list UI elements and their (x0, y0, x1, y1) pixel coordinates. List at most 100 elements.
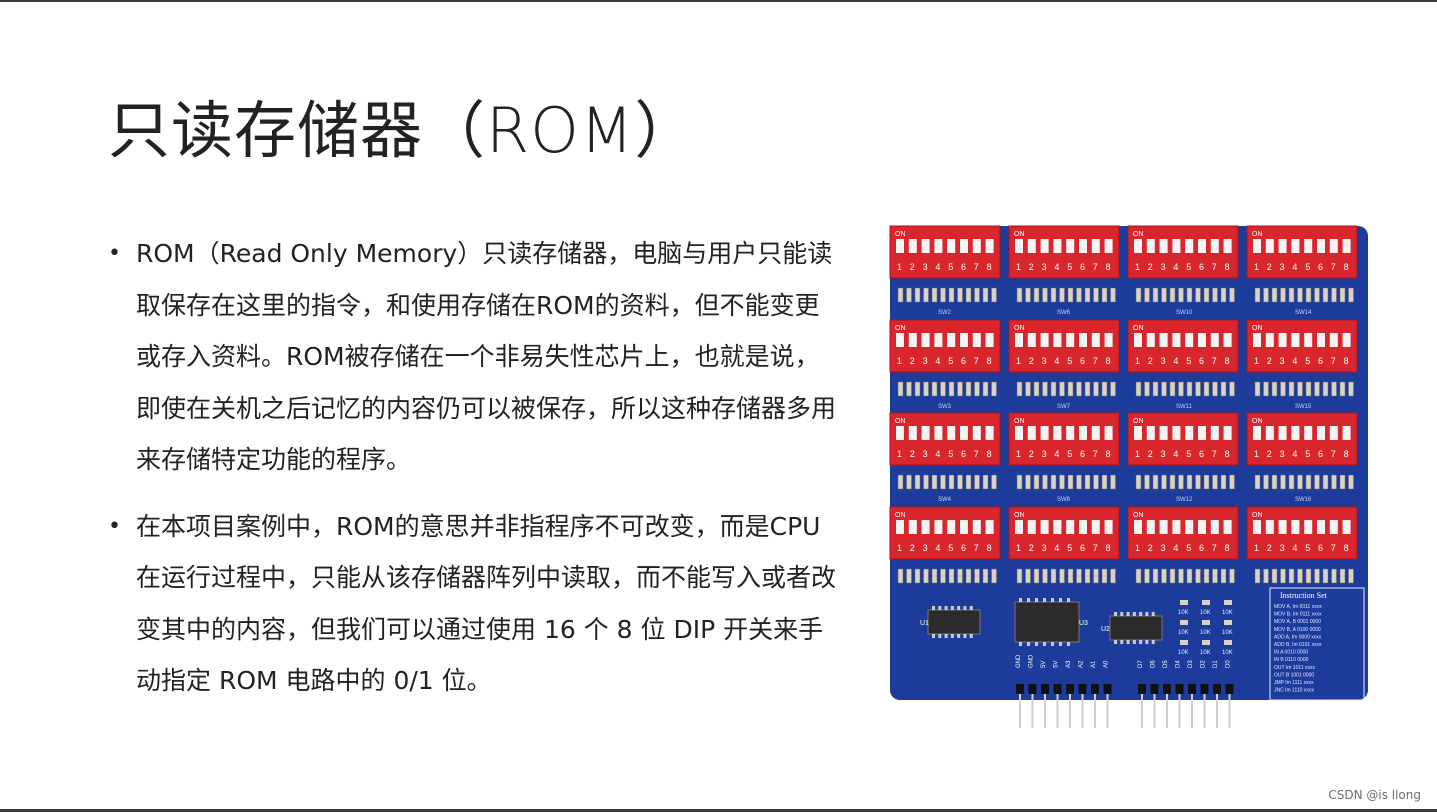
bullet-dot-icon: • (108, 241, 121, 266)
resistor (1033, 287, 1040, 303)
dip-number: 7 (1212, 356, 1217, 366)
resistor (1348, 287, 1354, 303)
resistor-label: 10K (1200, 650, 1211, 656)
smd-resistor (1180, 600, 1188, 605)
header-pin (1216, 694, 1218, 728)
dip-number: 5 (1186, 449, 1191, 459)
dip-toggle (1146, 520, 1155, 534)
ic-pin (932, 634, 935, 638)
resistor (897, 287, 904, 303)
pin-label: D0 (1226, 660, 1232, 668)
chip-label: U2 (1101, 626, 1110, 633)
dip-toggle (896, 426, 904, 440)
resistor (957, 287, 963, 303)
resistor (1322, 568, 1329, 584)
smd-resistor (1180, 640, 1188, 645)
resistor (957, 568, 963, 584)
dip-toggle (1172, 426, 1181, 440)
smd-resistor (1224, 600, 1232, 605)
dip-number: 1 (1254, 543, 1259, 553)
dip-number: 5 (1305, 449, 1310, 459)
dip-number: 1 (1254, 356, 1259, 366)
dip-number: 4 (935, 356, 940, 366)
switch-label: SW8 (1057, 497, 1071, 503)
resistor (1314, 381, 1320, 397)
resistor (1050, 474, 1057, 490)
ic-pin (1059, 642, 1062, 646)
ic-pin (963, 634, 967, 638)
dip-toggle (1053, 426, 1062, 440)
pin-label: D4 (1176, 660, 1182, 668)
resistor (923, 381, 929, 397)
resistor (1076, 381, 1082, 397)
chip-label: U1 (920, 620, 929, 627)
resistor (1322, 287, 1329, 303)
dip-number: 2 (910, 449, 915, 459)
resistor (1135, 381, 1142, 397)
resistor (1297, 287, 1303, 303)
dip-number: 4 (1173, 543, 1178, 553)
dip-number: 8 (1344, 262, 1349, 272)
pin-label: D6 (1151, 660, 1157, 668)
dip-toggle (1066, 333, 1075, 347)
pin-label: D3 (1188, 660, 1194, 668)
dip-number: 5 (1067, 356, 1072, 366)
dip-switch (1008, 412, 1120, 466)
dip-number: 7 (974, 449, 979, 459)
resistor (965, 568, 972, 584)
resistor (914, 474, 921, 490)
dip-number: 7 (1331, 356, 1336, 366)
resistor (1220, 568, 1227, 584)
resistor (1110, 474, 1116, 490)
resistor (1161, 381, 1167, 397)
resistor (1212, 287, 1218, 303)
ic-pin (1126, 612, 1130, 616)
dip-number: 2 (1029, 356, 1034, 366)
ic-pin (1145, 612, 1149, 616)
dip-toggle (921, 520, 930, 534)
ic-pin (1145, 640, 1149, 644)
pin-label: D7 (1138, 660, 1144, 668)
ic-pin (969, 606, 973, 610)
resistor (1348, 568, 1354, 584)
pin-label: GND (1029, 654, 1035, 668)
dip-toggle (960, 333, 968, 347)
ic-pin (1043, 642, 1046, 646)
dip-switch (1246, 319, 1358, 373)
resistor (1322, 474, 1329, 490)
instruction-row: MOV A, B 0001 0000 (1274, 619, 1321, 625)
ic-pin (957, 606, 961, 610)
dip-number: 3 (1280, 262, 1285, 272)
dip-toggle (1027, 333, 1036, 347)
resistor (1280, 474, 1286, 490)
resistor (1169, 287, 1176, 303)
dip-toggle (908, 239, 917, 253)
ic-pin (1035, 598, 1038, 602)
dip-toggle (1317, 239, 1325, 253)
dip-toggle (1317, 333, 1325, 347)
dip-toggle (1265, 520, 1274, 534)
dip-toggle (960, 426, 968, 440)
dip-switch (1246, 225, 1358, 279)
dip-number: 4 (1173, 449, 1178, 459)
header-block (1066, 684, 1074, 694)
header-block (1053, 684, 1062, 694)
resistor (1314, 474, 1320, 490)
dip-switch (1127, 225, 1239, 279)
switch-label: SW12 (1176, 497, 1193, 503)
dip-toggle (1027, 239, 1036, 253)
dip-number: 3 (1161, 449, 1166, 459)
dip-number: 4 (935, 543, 940, 553)
dip-toggle (972, 239, 981, 253)
smd-resistor (1224, 620, 1232, 625)
dip-on-label: ON (1133, 231, 1144, 238)
ic-pin (1051, 642, 1054, 646)
dip-number: 1 (1254, 449, 1259, 459)
dip-number: 8 (987, 449, 992, 459)
bottom-border (0, 809, 1437, 812)
dip-toggle (1223, 333, 1232, 347)
dip-toggle (1185, 239, 1194, 253)
resistor (1110, 381, 1116, 397)
dip-toggle (1172, 333, 1181, 347)
resistor (1135, 568, 1142, 584)
